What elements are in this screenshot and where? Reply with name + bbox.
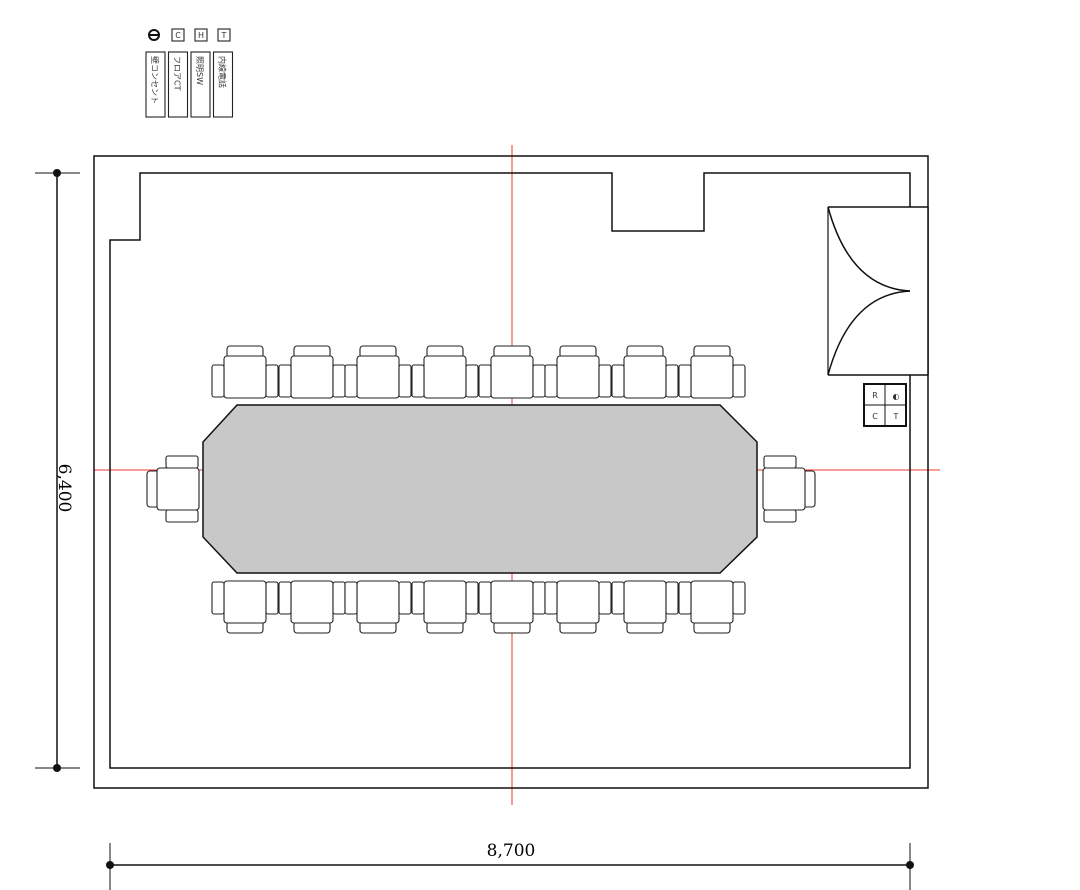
chair [411, 580, 479, 634]
chair [678, 345, 746, 399]
chair [762, 455, 816, 523]
conference-table [202, 404, 758, 574]
chair [478, 345, 546, 399]
light-switch-legend-icon [194, 28, 208, 42]
svg-text:C: C [872, 412, 878, 421]
chair [278, 345, 346, 399]
svg-text:C: C [175, 31, 181, 40]
chair [211, 345, 279, 399]
chair [344, 345, 412, 399]
legend-label: 照明SW [195, 56, 204, 85]
legend-label: 内線電話 [218, 56, 228, 88]
svg-text:R: R [872, 391, 878, 400]
svg-text:◐: ◐ [893, 392, 900, 401]
legend-label-box [167, 51, 189, 118]
legend-label-box [190, 51, 211, 118]
height-label: 6,400 [54, 464, 74, 513]
svg-text:T: T [221, 31, 227, 40]
height-dimension: 6,400 [35, 169, 80, 772]
chair [544, 580, 612, 634]
width-label: 8,700 [487, 841, 536, 861]
chair [478, 580, 546, 634]
phone-legend-icon [217, 28, 231, 42]
floor-ct-legend-icon [171, 28, 185, 42]
chair [678, 580, 746, 634]
double-door[interactable] [827, 206, 929, 376]
legend-label-box [212, 51, 234, 118]
legend-label: 壁コンセント [150, 56, 160, 104]
chair [278, 580, 346, 634]
inner-wall [109, 172, 911, 769]
outlet-box: R ◐ C T [863, 383, 907, 427]
chair [544, 345, 612, 399]
legend: C H T 壁コンセント フロアCT 照明SW 内線電話 [145, 28, 234, 118]
legend-label: フロアCT [173, 56, 182, 91]
chair [611, 580, 679, 634]
chair [211, 580, 279, 634]
svg-text:H: H [198, 31, 204, 40]
svg-text:T: T [893, 412, 899, 421]
width-dimension: 8,700 [106, 841, 914, 890]
chair [146, 455, 200, 523]
outer-wall [93, 155, 929, 789]
chair [611, 345, 679, 399]
chair [411, 345, 479, 399]
legend-label-box [145, 51, 166, 118]
chair [344, 580, 412, 634]
